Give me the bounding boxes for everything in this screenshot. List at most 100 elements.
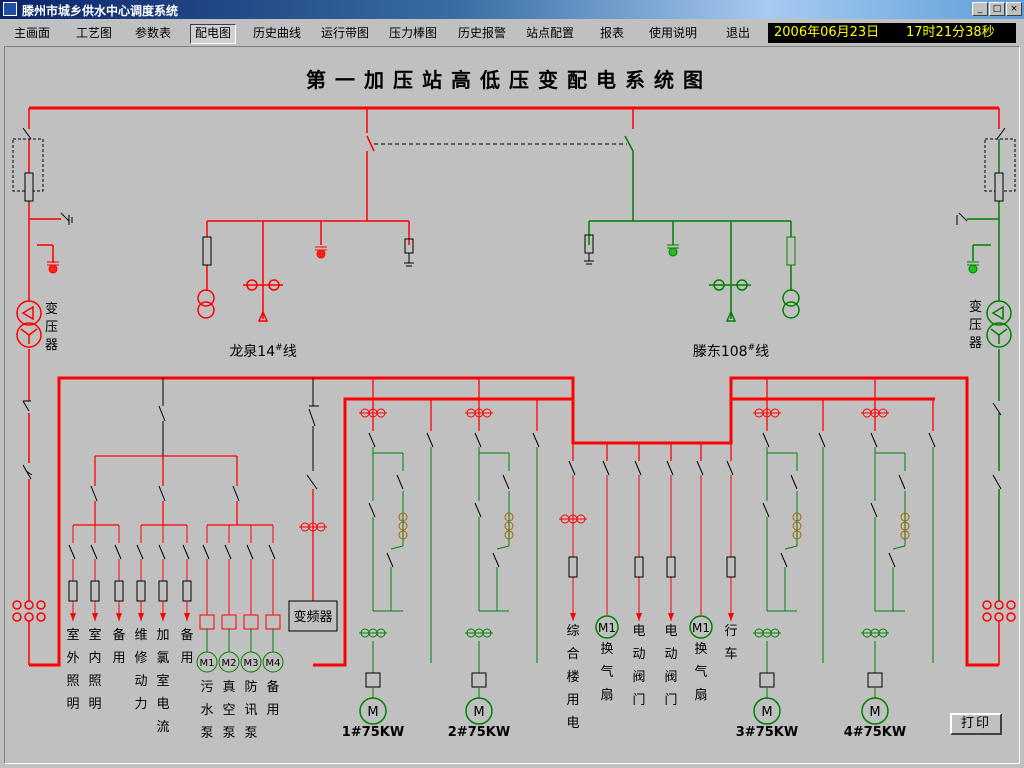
motor-line: [390, 545, 404, 550]
reactor-coil-icon: [900, 512, 910, 522]
reactor-coil-icon: [792, 521, 802, 531]
pump-load-label: 真空泵: [222, 680, 235, 741]
motor-breaker: [368, 432, 376, 448]
branch-arrow-icon: [70, 613, 76, 621]
load-label: 室外照明: [66, 627, 79, 712]
menu-exit[interactable]: 退出: [726, 26, 751, 40]
mid-fuse: [568, 556, 578, 578]
menu-process[interactable]: 工艺图: [76, 26, 113, 40]
mid-breaker: [568, 460, 576, 476]
ct-right-icon: [709, 279, 751, 322]
branch-switch: [202, 544, 210, 560]
mid-load-label: 电动阀门: [664, 624, 677, 708]
pump-load-label: 备用: [266, 679, 279, 718]
ct-tr2-bottom: [982, 600, 1016, 665]
mid-breaker: [666, 460, 674, 476]
hv-right-bus-red: [632, 106, 1000, 129]
reactor-coil-icon: [504, 521, 514, 531]
capacitor-tr1-icon: [46, 261, 60, 274]
motor-contactor: [780, 552, 788, 568]
vfd-box[interactable]: [288, 600, 338, 632]
mid-load-label: 行车: [724, 624, 737, 662]
fan-motor-label: M1: [598, 621, 616, 635]
mid-fuse: [726, 556, 736, 578]
branch-arrow-icon: [184, 613, 190, 621]
thermal-relay-icon: [265, 614, 281, 630]
reactor-coil-icon: [900, 521, 910, 531]
mid-load-label: 综合楼用电: [566, 624, 579, 731]
small-motor-label: M1: [200, 658, 215, 669]
small-motor-label: M3: [244, 658, 259, 669]
arrester-right-icon: [584, 234, 594, 265]
branch-arrow-icon: [92, 613, 98, 621]
pt-left-icon: [197, 289, 215, 319]
hv-left-switches: [12, 127, 73, 480]
load-label: 室内照明: [88, 627, 101, 712]
motor-line: [784, 545, 798, 550]
branch-fuse: [114, 580, 124, 602]
ct-left-icon: [243, 279, 283, 322]
motor-contactor: [888, 552, 896, 568]
menu-history-alarm[interactable]: 历史报警: [458, 26, 507, 40]
clock-display: 2006年06月23日 17时21分38秒: [768, 23, 1016, 43]
fan-motor-label: M1: [692, 621, 710, 635]
motor-contactor: [474, 502, 482, 518]
menu-history-curve[interactable]: 历史曲线: [253, 26, 302, 40]
motor-breaker: [762, 432, 770, 448]
reactor-coil-icon: [398, 530, 408, 540]
ct-motor-bottom-icon: [464, 628, 494, 638]
pump-motor-symbol: M: [761, 705, 772, 720]
reactor-coil-icon: [504, 512, 514, 522]
menu-report[interactable]: 报表: [600, 26, 625, 40]
fan-motor-icon: [689, 615, 713, 639]
branch-arrow-icon: [160, 613, 166, 621]
pump-load-label: 防讯泵: [244, 679, 257, 741]
reactor-coil-icon: [792, 512, 802, 522]
pt-right-icon: [782, 289, 800, 319]
motor-breaker: [870, 432, 878, 448]
menu-help[interactable]: 使用说明: [649, 26, 698, 40]
transformer-right-label: 变压器: [969, 299, 982, 351]
maximize-button[interactable]: □: [989, 2, 1005, 16]
reactor-coil-icon: [792, 530, 802, 540]
branch-switch: [136, 544, 144, 560]
pump-motor-symbol: M: [473, 705, 484, 720]
hv-right-bus: [588, 135, 792, 319]
menu-params[interactable]: 参数表: [135, 26, 172, 40]
motor-contactor: [386, 552, 394, 568]
menu-run-strip[interactable]: 运行带图: [321, 26, 370, 40]
menu-pressure-bar[interactable]: 压力棒图: [389, 26, 438, 40]
small-motor-label: M4: [266, 658, 281, 669]
branch-switch: [268, 544, 276, 560]
menu-main[interactable]: 主画面: [14, 26, 51, 40]
motor-line: [496, 545, 510, 550]
motor-contactor: [762, 502, 770, 518]
capacitor-right-icon: [666, 244, 680, 257]
menu-power-dist[interactable]: 配电图: [190, 24, 237, 44]
mid-arrow-icon: [668, 613, 674, 621]
branch-fuse: [136, 580, 146, 602]
mid-load-label: 换气扇: [600, 642, 613, 703]
small-motor-icon: [240, 651, 262, 673]
capacitor-left-icon: [314, 246, 328, 259]
arrester-left-icon: [404, 238, 414, 267]
line-left-label: 龙泉14#线: [229, 343, 296, 360]
mid-load-label: 电动阀门: [632, 624, 645, 708]
branch-switch: [90, 544, 98, 560]
ct-tr1-bottom: [12, 600, 46, 665]
lv-left-breakers: [90, 485, 240, 502]
load-label: 备用: [180, 627, 193, 666]
minimize-button[interactable]: _: [972, 2, 988, 16]
pump-motor-symbol: M: [869, 705, 880, 720]
menu-site-config[interactable]: 站点配置: [526, 26, 575, 40]
mid-load-label: 换气扇: [694, 642, 707, 703]
pump-motor-symbol: M: [367, 705, 378, 720]
branch-switch: [182, 544, 190, 560]
load-label: 维修动力: [134, 628, 147, 712]
pump-label: 3#75KW: [736, 725, 798, 740]
close-button[interactable]: ×: [1006, 2, 1022, 16]
pump-motor-icon: [861, 697, 889, 725]
print-button[interactable]: 打印: [950, 713, 1002, 735]
